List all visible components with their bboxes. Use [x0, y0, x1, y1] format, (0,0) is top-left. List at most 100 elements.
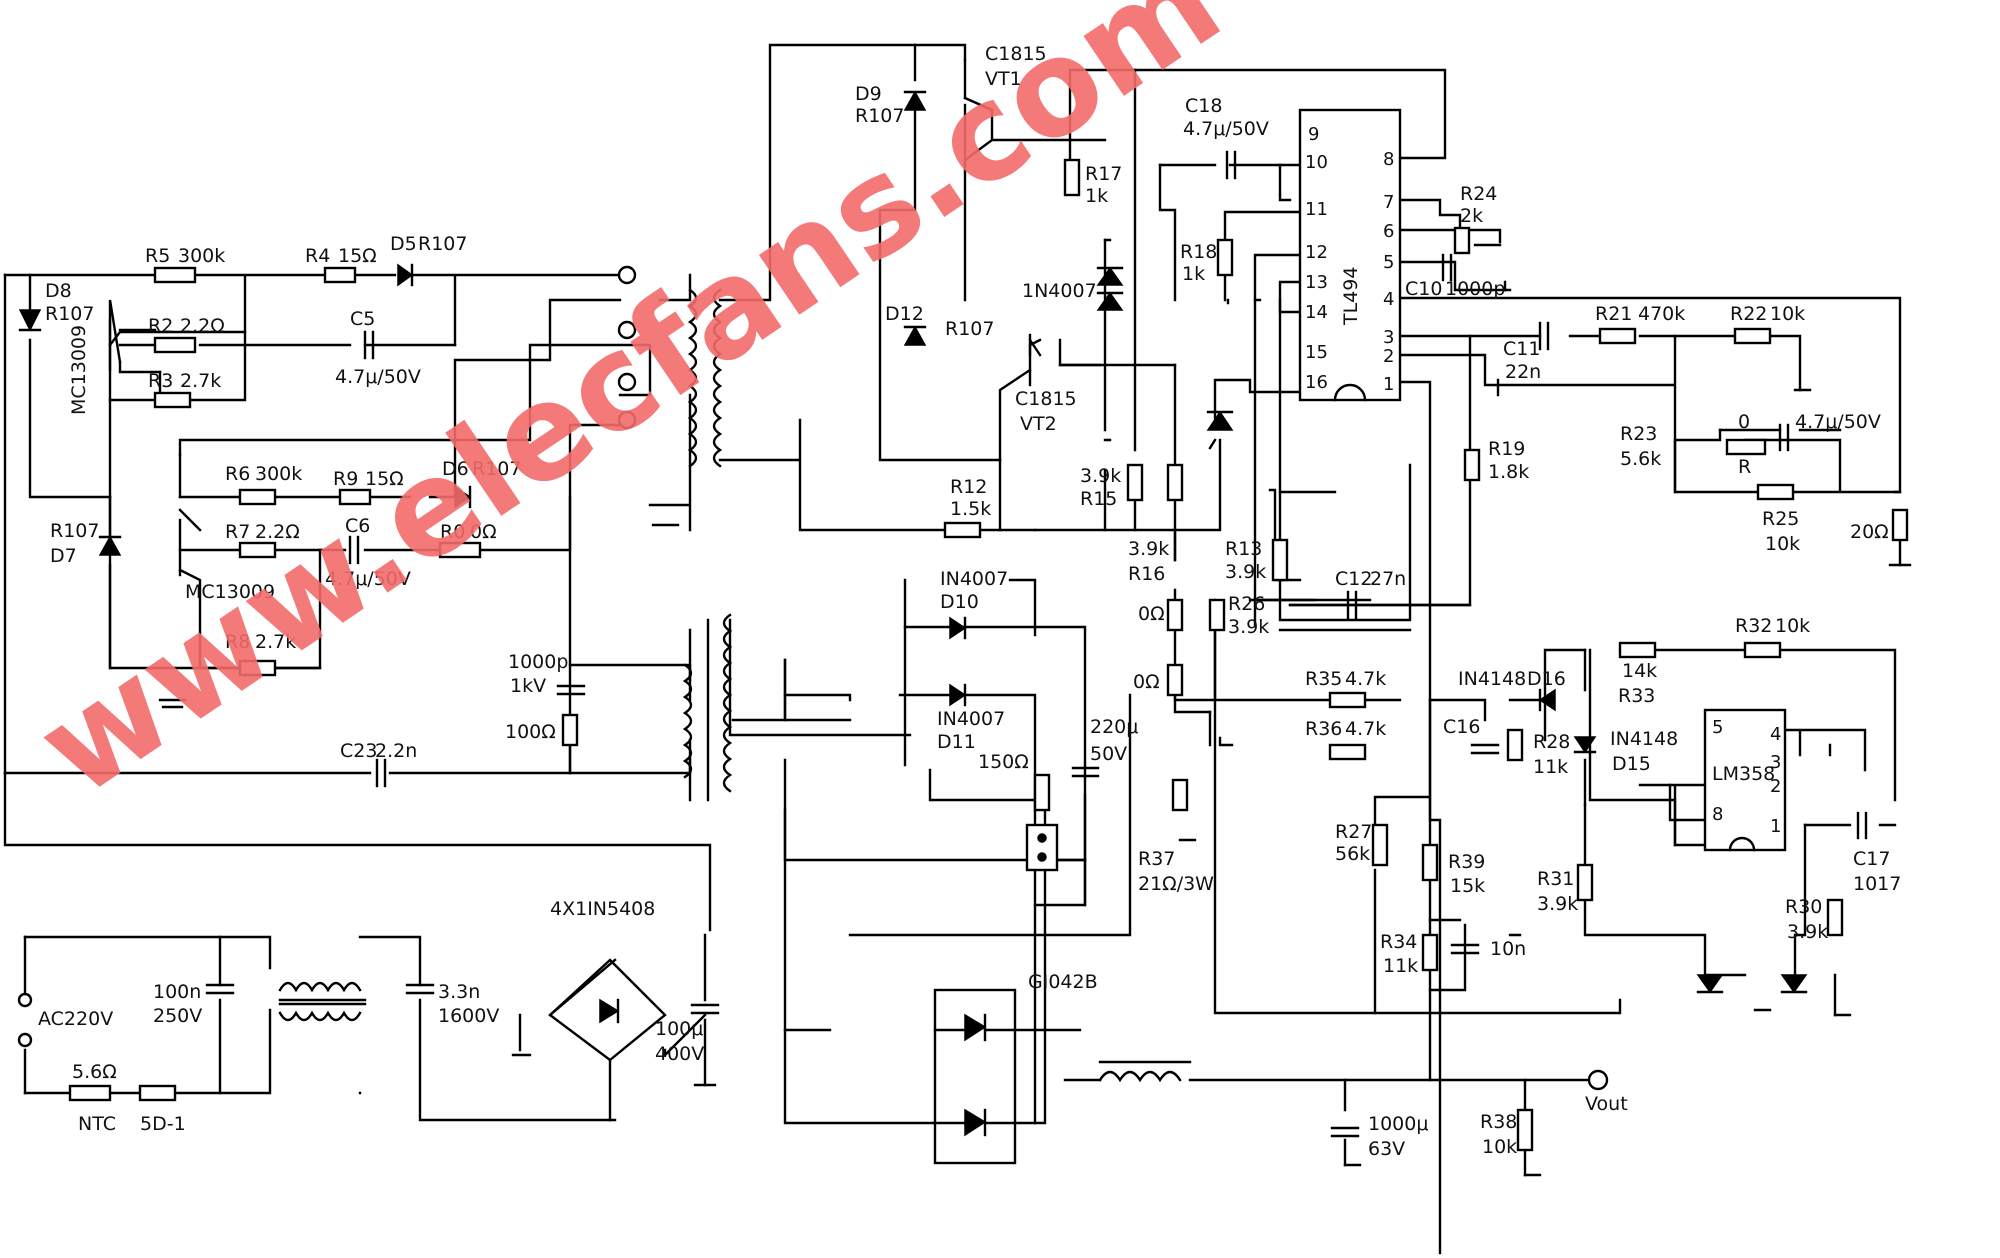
resistor-r36 [1328, 743, 1367, 761]
label-c23: C23 [340, 740, 377, 762]
resistor-r38 [1516, 1108, 1534, 1152]
resistor-r13 [1271, 538, 1289, 582]
label-d15: D15 [1612, 753, 1651, 775]
capacitor-c10 [1441, 253, 1453, 282]
label-mc13009-a: MC13009 [68, 325, 90, 415]
label-r33-v: 14k [1622, 660, 1657, 682]
label-d11: D11 [937, 731, 976, 753]
label-r38-v: 10k [1482, 1136, 1517, 1158]
label-vout: Vout [1585, 1093, 1628, 1115]
label-c100u: 100μ [655, 1018, 703, 1040]
label-d7: D7 [50, 545, 77, 567]
resistor-r39 [1421, 843, 1439, 882]
resistor-r12 [943, 521, 982, 539]
label-r150: 150Ω [978, 751, 1029, 773]
led-optocoupler-b [1780, 974, 1808, 994]
resistor-r0a [1166, 598, 1184, 632]
transformer-t1 [687, 288, 723, 468]
label-r8: R8 [225, 631, 250, 653]
label-vt2: VT2 [1020, 413, 1057, 435]
label-r22: R22 [1730, 303, 1767, 325]
lm358-pin-numbers: 5 4 3 2 8 1 [1712, 717, 1781, 837]
label-r4-v: 15Ω [338, 245, 377, 267]
label-r33: R33 [1618, 685, 1655, 707]
label-r13: R13 [1225, 538, 1262, 560]
label-r8-v: 2.7k [255, 631, 296, 653]
label-c10-v: 1000p [1445, 278, 1505, 300]
label-r0a: 0Ω [1138, 603, 1165, 625]
label-r6: R6 [225, 463, 250, 485]
label-r21: R21 [1595, 303, 1632, 325]
label-r3: R3 [148, 370, 173, 392]
label-1n4007-a: 1N4007 [1022, 280, 1097, 302]
label-c17: C17 [1853, 848, 1890, 870]
label-d10: D10 [940, 591, 979, 613]
label-r7-v: 2.2Ω [255, 521, 300, 543]
capacitor-c220 [1071, 766, 1100, 778]
label-r36-v: 4.7k [1345, 718, 1386, 740]
label-r9: R9 [333, 468, 358, 490]
label-r5: R5 [145, 245, 170, 267]
component-labels: D8 R107 MC13009 R5 300k R4 15Ω D5 R107 R… [38, 43, 1901, 1160]
label-r27-v: 56k [1335, 843, 1370, 865]
resistor-r7 [238, 541, 277, 559]
label-r37: R37 [1138, 848, 1175, 870]
capacitor-c5 [363, 330, 375, 360]
label-c33n: 3.3n [438, 981, 480, 1003]
resistor-r [1725, 438, 1767, 456]
tl494-pin-10: 10 [1305, 152, 1328, 173]
label-r15-v: 3.9k [1080, 465, 1121, 487]
resistor-r0 [438, 541, 482, 559]
resistor-r18 [1216, 238, 1234, 277]
label-r28: R28 [1533, 731, 1570, 753]
label-ntc: NTC [78, 1113, 116, 1135]
label-5d1: 5D-1 [140, 1113, 186, 1135]
tl494-pin-5: 5 [1383, 252, 1394, 273]
label-r56: 5.6Ω [72, 1061, 117, 1083]
jumper-connector [1025, 823, 1059, 872]
label-r35: R35 [1305, 668, 1342, 690]
resistor-r3 [153, 391, 192, 409]
capacitor-c100n [205, 983, 235, 995]
label-r12-v: 1.5k [950, 498, 991, 520]
capacitors [205, 150, 1868, 1138]
diode-d12 [903, 325, 927, 346]
resistor-r30 [1826, 898, 1844, 937]
label-c1000u-v: 63V [1368, 1138, 1405, 1160]
label-r24: R24 [1460, 183, 1497, 205]
tl494-pin-numbers: 9 10 11 12 13 14 15 16 8 7 6 5 4 3 2 1 [1305, 124, 1394, 395]
photodiode-opto [1206, 410, 1234, 431]
label-c18: C18 [1185, 95, 1222, 117]
lm358-pin-8: 8 [1712, 804, 1723, 825]
label-c10n: 10n [1490, 938, 1526, 960]
label-c18-v: 4.7μ/50V [1183, 118, 1269, 140]
capacitor-c23 [375, 758, 387, 788]
label-d16: D16 [1527, 668, 1566, 690]
label-r34-v: 11k [1383, 955, 1418, 977]
label-c220-v: 50V [1090, 743, 1127, 765]
diode-d10 [949, 616, 967, 640]
resistors [68, 158, 1909, 1152]
label-r100: 100Ω [505, 721, 556, 743]
label-r4: R4 [305, 245, 330, 267]
resistor-r21 [1598, 327, 1637, 345]
tl494-pin-7: 7 [1383, 192, 1394, 213]
label-r24-v: 2k [1460, 205, 1483, 227]
capacitor-c18 [1225, 150, 1237, 180]
dual-diode-g1042b [933, 988, 1047, 1165]
ic-tl494 [1298, 108, 1402, 402]
label-r0: R0 [440, 521, 465, 543]
label-r17-v: 1k [1085, 185, 1108, 207]
label-c5: C5 [350, 308, 375, 330]
label-c10: C10 [1405, 278, 1442, 300]
resistor-r19 [1463, 448, 1481, 482]
label-c17-v: 1017 [1853, 873, 1901, 895]
label-c6-v: 4.7μ/50V [325, 568, 411, 590]
label-d12-r: R107 [945, 318, 994, 340]
label-r37-v: 21Ω/3W [1138, 873, 1214, 895]
label-r22-v: 10k [1770, 303, 1805, 325]
label-d5-r: R107 [418, 233, 467, 255]
label-r28-v: 11k [1533, 756, 1568, 778]
